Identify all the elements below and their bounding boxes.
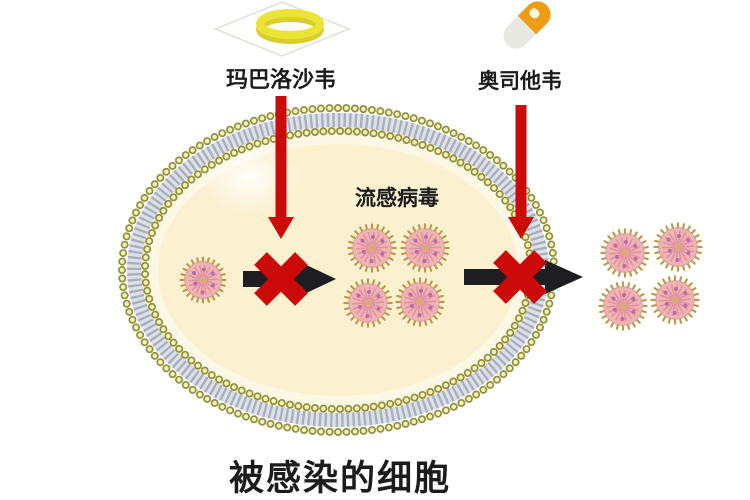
red-x-blocked-icon bbox=[493, 250, 547, 304]
influenza-virus bbox=[179, 256, 227, 304]
capsule-white-half bbox=[503, 15, 537, 49]
virus-entering-cell bbox=[179, 256, 227, 304]
influenza-virus bbox=[395, 277, 445, 327]
tablet-ring bbox=[256, 9, 324, 39]
influenza-virus bbox=[600, 228, 650, 278]
virus-cluster-released bbox=[598, 222, 703, 331]
oseltamivir-action-arrow bbox=[508, 105, 534, 239]
red-x-blocked-icon bbox=[254, 252, 308, 306]
drug-right-label: 奥司他韦 bbox=[478, 69, 562, 93]
virus-cluster-inside-cell bbox=[343, 223, 450, 328]
drug-left-label: 玛巴洛沙韦 bbox=[226, 67, 336, 92]
influenza-virus bbox=[400, 223, 450, 273]
cell-caption: 被感染的细胞 bbox=[229, 459, 451, 498]
capsule-highlight bbox=[529, 8, 540, 19]
influenza-virus bbox=[347, 223, 397, 273]
baloxavir-action-arrow bbox=[268, 96, 294, 239]
influenza-virus bbox=[598, 281, 648, 331]
influenza-virus bbox=[650, 275, 700, 325]
capsule-pill-icon bbox=[503, 1, 551, 49]
virus-group-label: 流感病毒 bbox=[355, 186, 439, 210]
tablet-pill-icon bbox=[212, 1, 352, 57]
influenza-virus bbox=[653, 222, 703, 272]
influenza-virus bbox=[343, 278, 393, 328]
